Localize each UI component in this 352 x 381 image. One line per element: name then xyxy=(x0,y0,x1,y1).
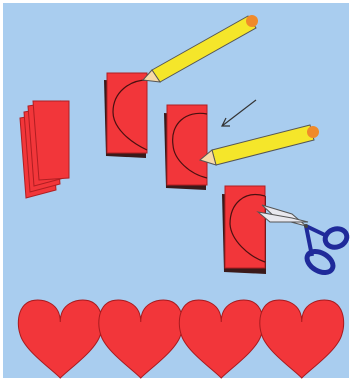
pencil-eraser-2 xyxy=(307,126,319,138)
pencil-eraser xyxy=(246,15,258,27)
folded-paper-3 xyxy=(225,186,265,268)
scissors-pivot xyxy=(304,224,308,228)
paper-sheet-1 xyxy=(33,101,69,180)
